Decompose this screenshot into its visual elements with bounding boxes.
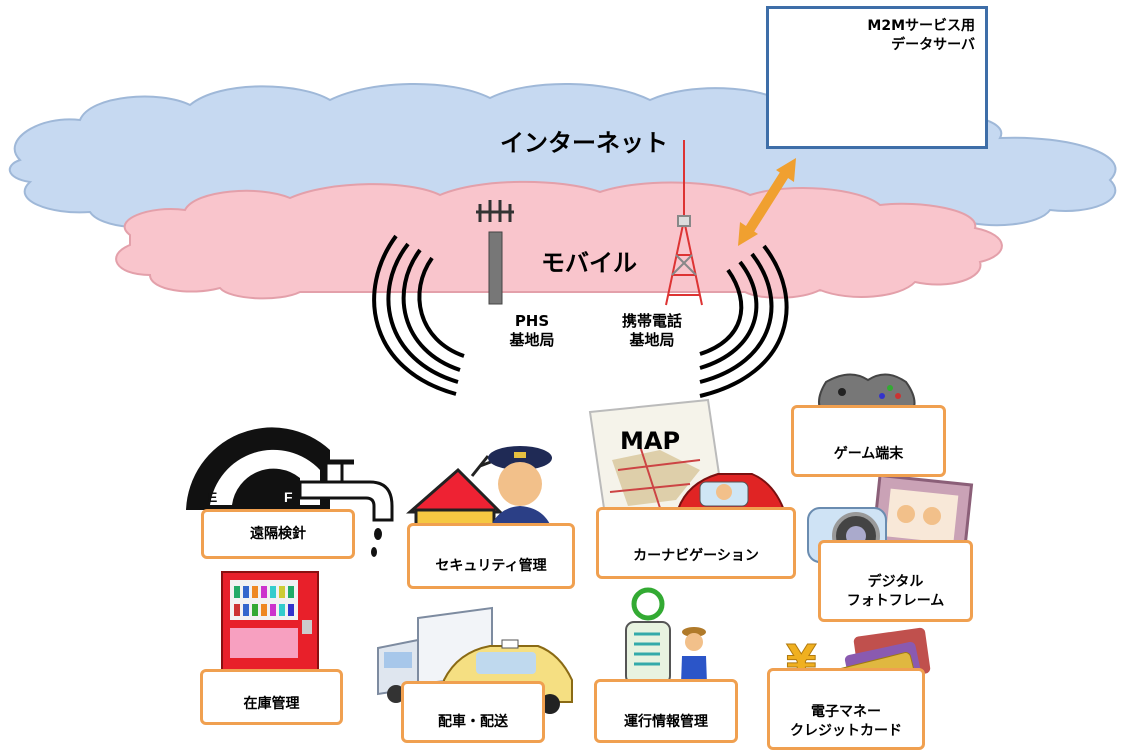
antenna-icon: [476, 200, 514, 305]
label-security: セキュリティ管理: [435, 558, 547, 575]
box-remote-meter: 遠隔検針: [201, 509, 355, 559]
cell-station-label: 携帯電話 基地局: [614, 312, 690, 350]
box-car-navigation: カーナビゲーション: [596, 507, 796, 579]
mobile-label: モバイル: [541, 249, 637, 277]
double-arrow-icon: [738, 158, 796, 246]
box-inventory: 在庫管理: [200, 669, 343, 725]
label-inventory: 在庫管理: [243, 696, 300, 713]
label-emoney-line1: 電子マネー: [811, 704, 881, 721]
box-game-terminal: ゲーム端末: [791, 405, 946, 477]
box-digital-photo-frame: デジタル フォトフレーム: [818, 540, 973, 622]
label-dispatch-delivery: 配車・配送: [438, 714, 508, 731]
box-operation-info: 運行情報管理: [594, 679, 738, 743]
box-dispatch-delivery: 配車・配送: [401, 681, 545, 743]
label-car-navigation: カーナビゲーション: [633, 548, 759, 565]
mobile-cloud: [115, 180, 1003, 300]
server-label: M2Mサービス用 データサーバ: [867, 17, 975, 55]
label-game-terminal: ゲーム端末: [833, 446, 904, 463]
server-label-line2: データサーバ: [891, 36, 975, 53]
faucet-icon: [298, 459, 394, 557]
label-emoney-line2: クレジットカード: [790, 723, 902, 740]
tower-icon: [665, 140, 703, 306]
label-digital-line1: デジタル: [867, 574, 924, 591]
server-box: M2Mサービス用 データサーバ: [766, 6, 988, 149]
svg-text:F: F: [284, 489, 293, 505]
phs-label-line1: PHS: [514, 312, 550, 330]
box-e-money: 電子マネー クレジットカード: [767, 668, 925, 750]
box-security: セキュリティ管理: [407, 523, 575, 589]
phs-station-label: PHS 基地局: [502, 312, 562, 350]
internet-label: インターネット: [500, 129, 668, 157]
label-operation-info: 運行情報管理: [624, 714, 708, 731]
signal-waves-icon: [372, 234, 789, 398]
vending-machine-icon: [221, 571, 319, 683]
phs-label-line2: 基地局: [509, 330, 555, 349]
cell-label-line2: 基地局: [629, 330, 675, 349]
bus-stop-icon: [625, 587, 671, 696]
svg-text:E: E: [208, 489, 217, 505]
label-digital-line2: フォトフレーム: [846, 593, 945, 610]
cell-label-line1: 携帯電話: [621, 312, 682, 330]
meter-icon: E F: [186, 427, 330, 510]
label-remote-meter: 遠隔検針: [250, 525, 306, 542]
photo-frame-icon: [870, 473, 974, 559]
server-label-line1: M2Mサービス用: [867, 18, 975, 34]
map-label: MAP: [620, 427, 681, 455]
